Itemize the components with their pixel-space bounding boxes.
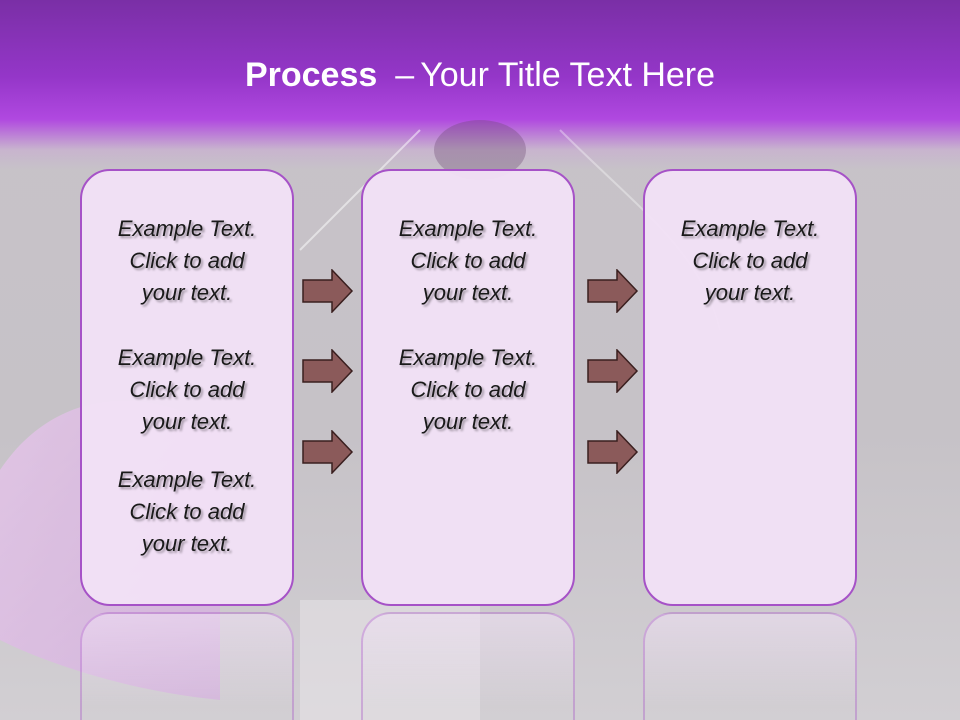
process-box-3[interactable]: Example Text. Click to add your text. <box>643 169 857 606</box>
box-1-reflection <box>80 612 294 720</box>
process-box-2[interactable]: Example Text. Click to add your text. Ex… <box>361 169 575 606</box>
box-1-text-2[interactable]: Example Text. Click to add your text. <box>117 345 257 434</box>
box-2-text-1[interactable]: Example Text. Click to add your text. <box>398 216 538 305</box>
right-arrow-icon <box>302 269 354 313</box>
box-2-text-2[interactable]: Example Text. Click to add your text. <box>398 345 538 434</box>
title-rest: Your Title Text Here <box>420 56 716 94</box>
box-1-text-1[interactable]: Example Text. Click to add your text. <box>117 216 257 305</box>
box-3-reflection <box>643 612 857 720</box>
title-dash: – <box>395 56 415 94</box>
box-1-text-3[interactable]: Example Text. Click to add your text. <box>117 467 257 556</box>
right-arrow-icon <box>302 430 354 474</box>
right-arrow-icon <box>587 430 639 474</box>
right-arrow-icon <box>587 269 639 313</box>
title-bold: Process <box>244 56 378 94</box>
right-arrow-icon <box>302 349 354 393</box>
box-2-reflection <box>361 612 575 720</box>
process-box-1[interactable]: Example Text. Click to add your text. Ex… <box>80 169 294 606</box>
slide-title[interactable]: Process–Your Title Text Here <box>0 50 960 100</box>
header-band <box>0 0 960 170</box>
box-3-text-1[interactable]: Example Text. Click to add your text. <box>680 216 820 305</box>
right-arrow-icon <box>587 349 639 393</box>
